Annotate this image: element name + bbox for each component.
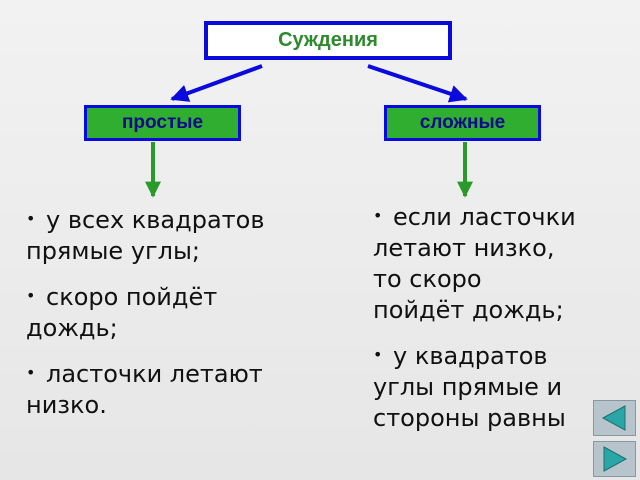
- list-item: • у квадратов углы прямые и стороны равны: [373, 341, 638, 434]
- list-item-line: углы прямые и: [373, 373, 563, 401]
- list-item: • если ласточки летают низко, то скоро по…: [373, 202, 638, 326]
- list-item-line: у всех квадратов: [46, 206, 265, 234]
- simple-node: простые: [84, 105, 241, 141]
- list-item-line: у квадратов: [393, 342, 548, 370]
- next-slide-button[interactable]: [593, 441, 636, 477]
- bullet-icon: •: [26, 286, 36, 305]
- list-item: • ласточки летают низко.: [26, 359, 346, 421]
- complex-node-label: сложные: [419, 112, 506, 133]
- list-item: • у всех квадратов прямые углы;: [26, 205, 346, 267]
- list-item-line: ласточки летают: [46, 360, 263, 388]
- list-item-line: прямые углы;: [26, 237, 200, 265]
- root-node: Суждения: [204, 21, 452, 60]
- list-item-line: низко.: [26, 391, 107, 419]
- list-item-line: то скоро: [373, 265, 482, 293]
- list-item-line: летают низко,: [373, 234, 555, 262]
- arrow-root-to-right: [367, 64, 468, 103]
- bullet-icon: •: [26, 209, 36, 228]
- simple-node-label: простые: [121, 112, 204, 133]
- list-item-line: скоро пойдёт: [46, 283, 218, 311]
- list-item: • скоро пойдёт дождь;: [26, 282, 346, 344]
- list-item-line: если ласточки: [393, 203, 576, 231]
- bullet-icon: •: [373, 345, 383, 364]
- previous-slide-button[interactable]: [593, 400, 636, 436]
- complex-node: сложные: [384, 105, 541, 141]
- complex-examples-list: • если ласточки летают низко, то скоро по…: [373, 202, 638, 449]
- arrow-root-to-left: [170, 64, 263, 102]
- list-item-line: стороны равны: [373, 404, 566, 432]
- triangle-right-icon: [603, 446, 628, 472]
- list-item-line: пойдёт дождь;: [373, 296, 564, 324]
- root-node-label: Суждения: [278, 29, 378, 51]
- triangle-left-icon: [601, 405, 626, 431]
- bullet-icon: •: [26, 363, 36, 382]
- simple-examples-list: • у всех квадратов прямые углы; • скоро по…: [26, 205, 346, 436]
- bullet-icon: •: [373, 206, 383, 225]
- list-item-line: дождь;: [26, 314, 118, 342]
